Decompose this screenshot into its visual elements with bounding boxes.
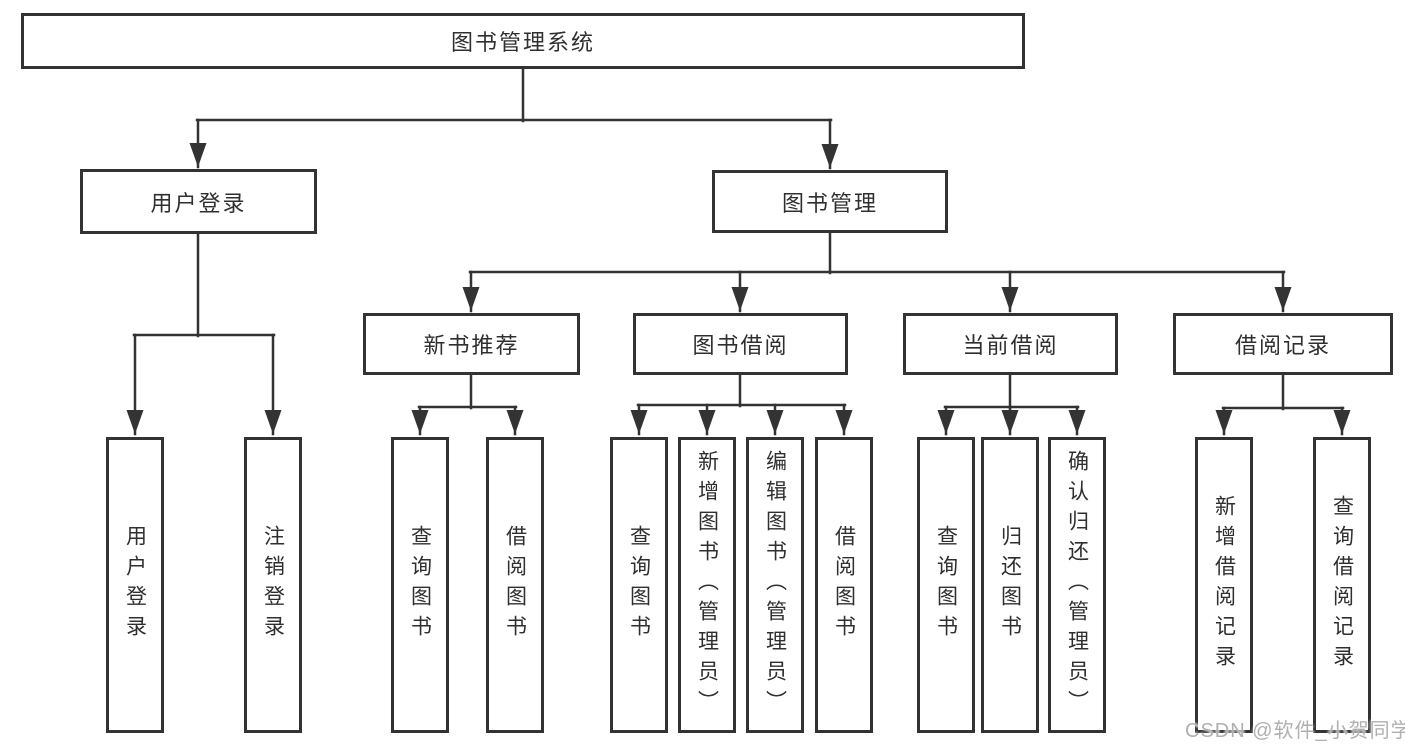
leaf-label: 借阅图书	[503, 525, 527, 645]
node-book-borrow: 图书借阅	[633, 313, 848, 375]
node-label: 用户登录	[150, 190, 247, 216]
leaf-return-book: 归还图书	[981, 437, 1039, 733]
node-label: 新书推荐	[423, 333, 520, 358]
node-label: 图书管理	[781, 190, 878, 216]
leaf-add-book-admin: 新增图书（管理员）	[678, 437, 736, 733]
node-book-management: 图书管理	[712, 170, 948, 233]
leaf-label: 查询图书	[627, 525, 651, 645]
csdn-watermark: CSDN @软件_小贺同学	[1185, 720, 1405, 742]
leaf-borrow-book: 借阅图书	[815, 437, 873, 733]
leaf-confirm-return-admin: 确认归还（管理员）	[1048, 437, 1106, 733]
node-label: 图书借阅	[692, 333, 789, 358]
leaf-query-book-recommend: 查询图书	[391, 437, 449, 733]
leaf-borrow-book-recommend: 借阅图书	[486, 437, 544, 733]
leaf-label: 查询图书	[934, 525, 958, 645]
leaf-user-login: 用户登录	[106, 437, 164, 733]
leaf-label: 确认归还（管理员）	[1065, 450, 1089, 720]
node-current-borrow: 当前借阅	[903, 313, 1118, 375]
node-label: 当前借阅	[962, 333, 1059, 358]
leaf-query-book-borrow: 查询图书	[610, 437, 668, 733]
leaf-label: 新增借阅记录	[1212, 495, 1236, 675]
leaf-logout-login: 注销登录	[244, 437, 302, 733]
leaf-label: 新增图书（管理员）	[695, 450, 719, 720]
node-user-login: 用户登录	[80, 169, 317, 234]
leaf-label: 用户登录	[123, 525, 147, 645]
leaf-query-book-current: 查询图书	[917, 437, 975, 733]
leaf-query-borrow-record: 查询借阅记录	[1313, 437, 1371, 733]
node-label: 图书管理系统	[450, 30, 595, 55]
leaf-label: 查询图书	[408, 525, 432, 645]
leaf-edit-book-admin: 编辑图书（管理员）	[746, 437, 804, 733]
leaf-add-borrow-record: 新增借阅记录	[1195, 437, 1253, 733]
leaf-label: 编辑图书（管理员）	[763, 450, 787, 720]
leaf-label: 借阅图书	[832, 525, 856, 645]
node-new-book-recommend: 新书推荐	[363, 313, 580, 375]
leaf-label: 注销登录	[261, 525, 285, 645]
leaf-label: 归还图书	[998, 525, 1022, 645]
leaf-label: 查询借阅记录	[1330, 495, 1354, 675]
node-root-library-system: 图书管理系统	[21, 13, 1025, 69]
node-label: 借阅记录	[1234, 333, 1331, 358]
node-borrow-records: 借阅记录	[1173, 313, 1393, 375]
